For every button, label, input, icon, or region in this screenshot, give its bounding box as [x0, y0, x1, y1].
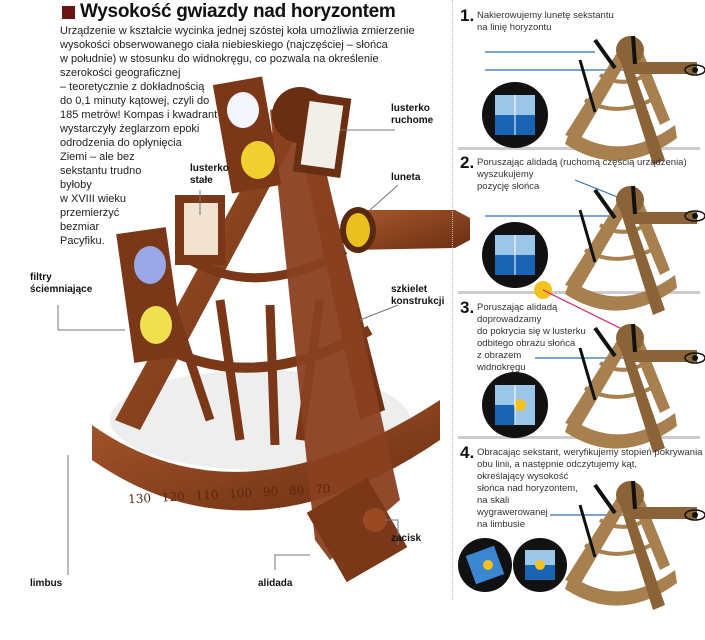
scale-tick-label: 100	[228, 485, 253, 501]
intro-line: bezmiar	[60, 221, 100, 233]
intro-line: w południe) w stosunku do widnokręgu, co…	[60, 53, 379, 65]
step-number: 3.	[460, 298, 475, 317]
label-luneta: luneta	[391, 172, 421, 183]
intro-line: Urządzenie w kształcie wycinka jednej sz…	[60, 25, 415, 37]
label-zacisk: zacisk	[391, 533, 422, 544]
scale-tick-label: 90	[262, 484, 279, 500]
step-1-diagram	[482, 34, 705, 167]
intro-line: 185 metrów! Kompas i kwadrant	[60, 109, 218, 121]
scale-tick-label: 110	[195, 487, 219, 503]
step-number: 2.	[460, 153, 475, 172]
label-limbus: limbus	[30, 578, 63, 589]
intro-line: sekstantu trudno	[60, 165, 142, 177]
alidade-arm	[270, 100, 400, 560]
page-title: Wysokość gwiazdy nad horyzontem	[80, 1, 396, 22]
step-number: 1.	[460, 6, 475, 25]
intro-line: przemierzyć	[60, 207, 120, 219]
intro-line: – teoretycznie z dokładnością	[60, 81, 205, 93]
intro-line: Pacyfiku.	[60, 235, 105, 247]
scale-tick-label: 130	[127, 491, 152, 507]
sextant-illustration	[57, 76, 470, 583]
intro-line: do 0,1 minuty kątowej, czyli do	[60, 95, 210, 107]
panel-divider	[452, 0, 453, 600]
scale-tick-label: 80	[288, 483, 305, 498]
intro-line: wystarczyły żeglarzom epoki	[60, 123, 200, 135]
intro-line: odrodzenia do opłynięcia	[60, 137, 182, 149]
title-marker	[62, 6, 75, 19]
intro-text: Urządzenie w kształcie wycinka jednej sz…	[60, 24, 415, 248]
step-4-diagram	[458, 479, 705, 612]
label-alidada: alidada	[258, 578, 293, 589]
step-2: 2. Poruszając alidadą (ruchomą częścią u…	[460, 153, 687, 192]
step-3-diagram	[482, 281, 705, 455]
step-number: 4.	[460, 443, 475, 462]
scale-tick-label: 120	[161, 489, 186, 505]
intro-line: byłoby	[60, 179, 92, 191]
intro-line: w XVIII wieku	[60, 193, 127, 205]
step-2-diagram	[482, 179, 705, 317]
telescope	[350, 210, 470, 250]
scale-tick-label: 70	[314, 481, 331, 497]
intro-line: szerokości geograficznej	[60, 67, 181, 79]
step-4: 4. Obracając sekstant, weryfikujemy stop…	[460, 443, 705, 530]
intro-line: Ziemi – ale bez	[60, 151, 135, 163]
intro-line: wysokości obserwowanego ciała niebieskie…	[60, 39, 388, 51]
